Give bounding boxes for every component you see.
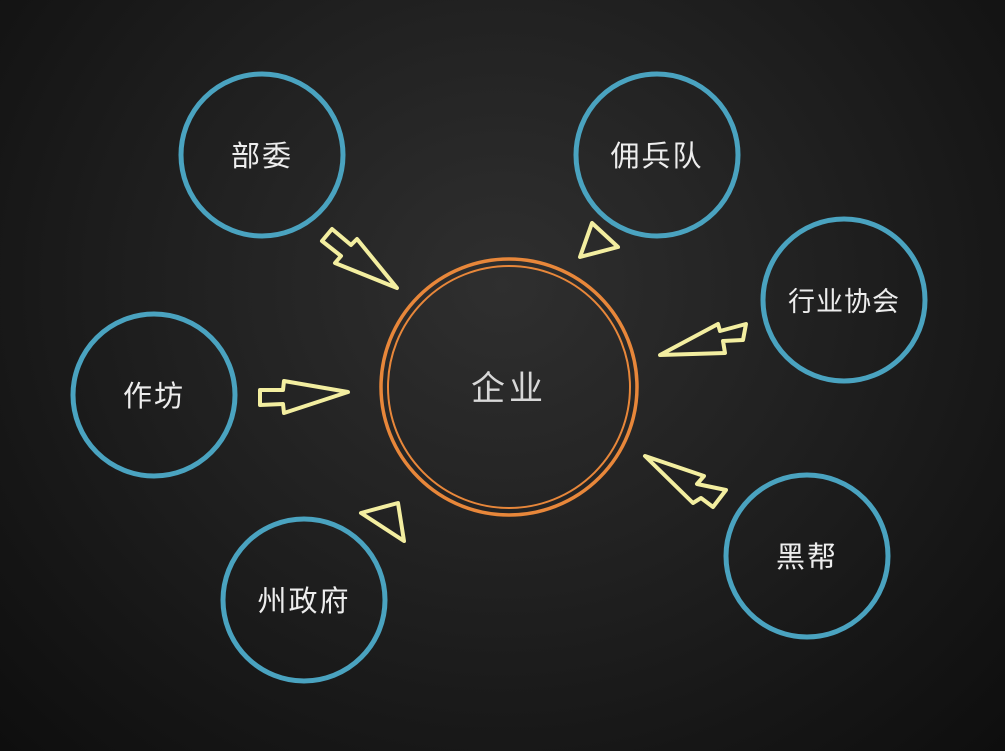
center-node-label: 企业 <box>471 369 547 409</box>
node-label: 行业协会 <box>788 287 900 318</box>
node-label: 黑帮 <box>776 540 838 574</box>
node-zhou-zheng-fu: 州政府 <box>220 516 388 684</box>
node-ring <box>760 216 928 384</box>
node-label: 部委 <box>231 139 293 173</box>
node-hang-ye-xie-hui: 行业协会 <box>760 216 928 384</box>
node-label: 州政府 <box>257 584 350 618</box>
node-bu-wei: 部委 <box>178 71 346 239</box>
node-zuo-fang: 作坊 <box>70 311 238 479</box>
arrow-center-to-zhou-zheng-fu <box>359 501 406 543</box>
node-ring <box>723 472 891 640</box>
arrow-hang-ye-xie-hui-to-center <box>658 322 748 357</box>
node-ring <box>573 71 741 239</box>
arrow-center-to-yong-bing-dui <box>578 221 620 259</box>
node-yong-bing-dui: 佣兵队 <box>573 71 741 239</box>
center-node-inner-ring <box>387 265 631 509</box>
node-ring <box>178 71 346 239</box>
node-ring <box>70 311 238 479</box>
node-label: 作坊 <box>123 379 185 413</box>
node-hei-bang: 黑帮 <box>723 472 891 640</box>
arrow-hei-bang-to-center <box>643 454 728 509</box>
center-node: 企业 <box>379 257 639 517</box>
arrow-bu-wei-to-center <box>320 227 399 290</box>
arrow-zuo-fang-to-center <box>258 379 350 415</box>
center-node-outer-ring <box>379 257 639 517</box>
node-ring <box>220 516 388 684</box>
node-label: 佣兵队 <box>610 139 703 173</box>
